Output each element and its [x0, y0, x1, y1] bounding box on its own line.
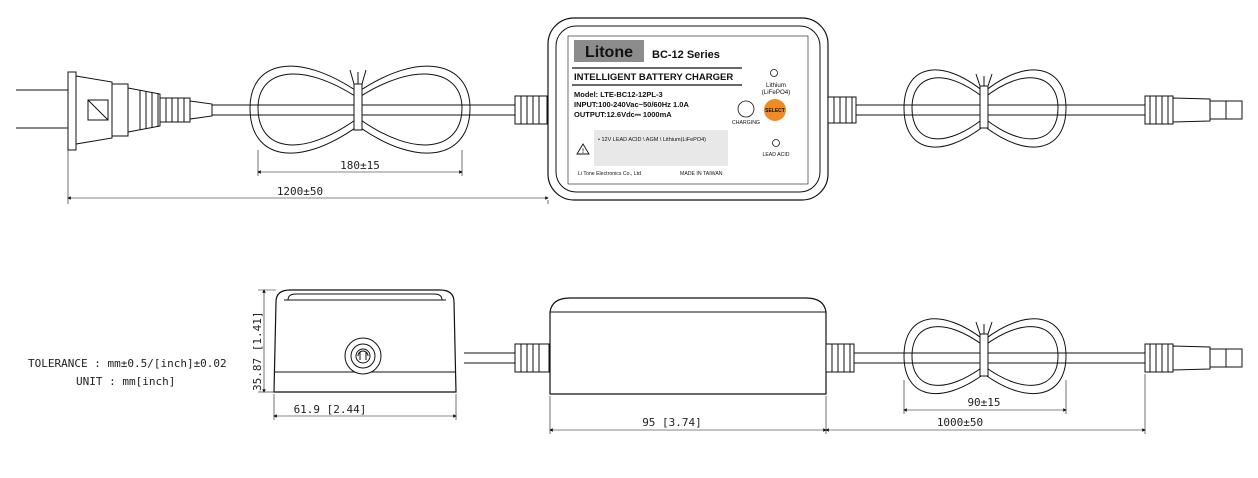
body-length-dimension: 95 [3.74] [642, 416, 702, 429]
ac-cord [212, 65, 515, 154]
dc-cord-top [827, 69, 1243, 148]
select-label: SELECT [765, 108, 785, 114]
litone-logo [574, 40, 644, 62]
side-height-dimension: 35.87 [1.41] [251, 312, 264, 391]
dc-loop-dimension: 90±15 [967, 396, 1000, 409]
input-text: INPUT:100-240Vac~50/60Hz 1.0A [574, 100, 689, 109]
dim-dc-total: 1000±50 [825, 374, 1146, 434]
select-button [764, 99, 786, 121]
dim-ac-total: 1200±50 [67, 150, 549, 204]
charger-headline: INTELLIGENT BATTERY CHARGER [574, 72, 733, 83]
ac-plug [16, 71, 213, 151]
bottom-views: TOLERANCE : mm±0.5/[inch]±0.02 UNIT : mm… [28, 289, 1243, 434]
dim-body-length: 95 [3.74] [549, 396, 827, 434]
ac-loop-dimension: 180±15 [340, 159, 380, 172]
lithium-label: Lithium [766, 82, 786, 89]
series-label: BC-12 Series [652, 49, 720, 61]
origin-text: MADE IN TAIWAN [680, 171, 723, 177]
modes-panel [594, 130, 728, 166]
tolerance-note: TOLERANCE : mm±0.5/[inch]±0.02 [28, 357, 227, 370]
unit-note: UNIT : mm[inch] [76, 375, 175, 388]
lithium-led-icon [770, 69, 778, 77]
charging-led-icon [737, 100, 755, 118]
dim-ac-loop: 180±15 [257, 150, 463, 176]
lead-acid-led-icon [772, 139, 780, 147]
ac-strain-relief [514, 95, 548, 125]
side-width-dimension: 61.9 [2.44] [294, 403, 367, 416]
lead-acid-label: LEAD ACID [762, 152, 789, 158]
warning-icon [576, 143, 590, 155]
model-text: Model: LTE-BC12-12PL-3 [574, 90, 663, 99]
brand-logo-text: Litone [585, 44, 633, 61]
modes-text: • 12V LEAD ACID \ AGM \ Lithium(LiFePO4) [598, 137, 706, 143]
dc-total-dimension: 1000±50 [937, 416, 983, 429]
dim-side-height: 35.87 [1.41] [251, 289, 276, 393]
dim-side-width: 61.9 [2.44] [273, 394, 457, 420]
output-text: OUTPUT:12.6Vdc⎓ 1000mA [574, 110, 672, 119]
top-view: Litone BC-12 Series INTELLIGENT BATTERY … [16, 17, 1243, 204]
svg-text:!: ! [582, 149, 584, 155]
charger-body-top: Litone BC-12 Series INTELLIGENT BATTERY … [547, 17, 829, 201]
ac-total-dimension: 1200±50 [277, 185, 323, 198]
charger-side-view [464, 297, 1243, 395]
company-text: Li Tone Electronics Co., Ltd [578, 171, 641, 177]
dim-dc-loop: 90±15 [903, 380, 1067, 414]
charging-label: CHARGING [732, 120, 760, 126]
lithium-sub-label: (LiFePO4) [762, 89, 791, 96]
charger-end-view [273, 289, 457, 393]
